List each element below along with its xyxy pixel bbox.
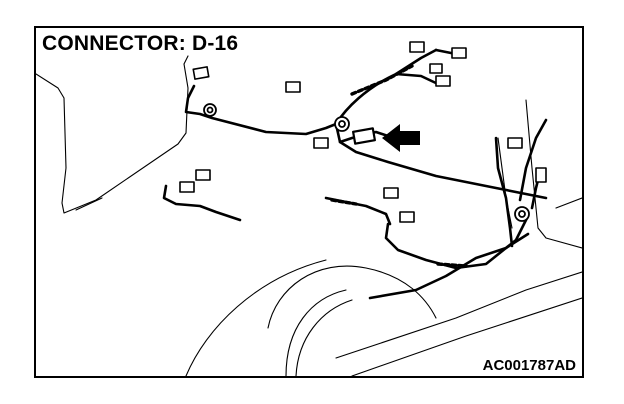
figure-code: AC001787AD — [482, 357, 576, 374]
connector — [179, 181, 195, 193]
wiring-harness-illustration — [36, 41, 582, 376]
connector — [313, 137, 329, 149]
grommets — [203, 103, 530, 222]
connector — [195, 169, 211, 181]
diagram-title: CONNECTOR: D-16 — [42, 32, 239, 55]
harness-taped-sections — [330, 64, 468, 268]
connectors — [179, 41, 547, 223]
connector — [451, 47, 467, 59]
grommet — [338, 120, 346, 128]
target-connector — [352, 127, 376, 145]
connector — [409, 41, 425, 53]
arrow-left-icon — [382, 124, 420, 152]
connector — [383, 187, 399, 199]
connector — [399, 211, 415, 223]
diagram-frame: CONNECTOR: D-16 AC001787AD — [34, 26, 584, 378]
connector — [435, 75, 451, 87]
connector — [507, 137, 523, 149]
connector — [192, 66, 210, 80]
connector — [429, 63, 443, 74]
grommet — [518, 210, 526, 218]
grommet — [206, 106, 214, 114]
connector — [535, 167, 547, 183]
vehicle-body-outline — [36, 55, 582, 376]
connector — [285, 81, 301, 93]
wiring-harness — [162, 48, 548, 300]
